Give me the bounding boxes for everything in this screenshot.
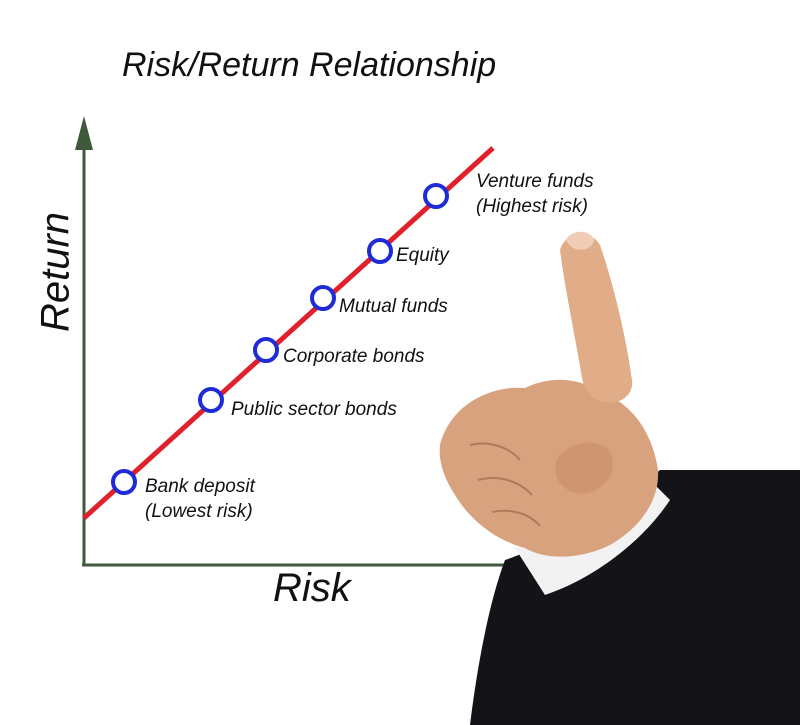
label-line: Corporate bonds [283,346,425,367]
knuckle-crease-3 [491,509,541,527]
label-line: Venture funds [476,171,594,192]
marker-venture-funds [423,183,449,209]
thumb [555,442,614,494]
label-line: (Highest risk) [476,196,588,217]
marker-mutual-funds [310,285,336,311]
label-public-sector-bonds: Public sector bonds [231,397,397,422]
y-axis-label: Return [33,211,78,333]
label-line: (Lowest risk) [145,501,253,522]
risk-return-line [82,146,495,520]
knuckle-crease-2 [477,476,533,496]
y-axis-arrow [75,116,93,150]
label-equity: Equity [396,243,449,268]
finger-nail [566,231,594,250]
label-mutual-funds: Mutual funds [339,294,448,319]
x-axis-label: Risk [273,566,351,610]
hand-fist [439,379,659,557]
marker-corporate-bonds [253,337,279,363]
label-line: Public sector bonds [231,399,397,420]
pointing-hand-illustration [439,231,800,725]
suit-sleeve [470,470,800,725]
label-line: Mutual funds [339,296,448,317]
marker-equity [367,238,393,264]
label-line: Bank deposit [145,476,255,497]
label-corporate-bonds: Corporate bonds [283,344,425,369]
marker-bank-deposit [111,469,137,495]
label-bank-deposit: Bank deposit (Lowest risk) [145,474,255,524]
index-finger [560,234,633,403]
chart-title: Risk/Return Relationship [122,46,497,84]
label-venture-funds: Venture funds (Highest risk) [476,169,594,219]
knuckle-crease-1 [469,442,521,461]
label-line: Equity [396,245,449,266]
marker-public-sector-bonds [198,387,224,413]
